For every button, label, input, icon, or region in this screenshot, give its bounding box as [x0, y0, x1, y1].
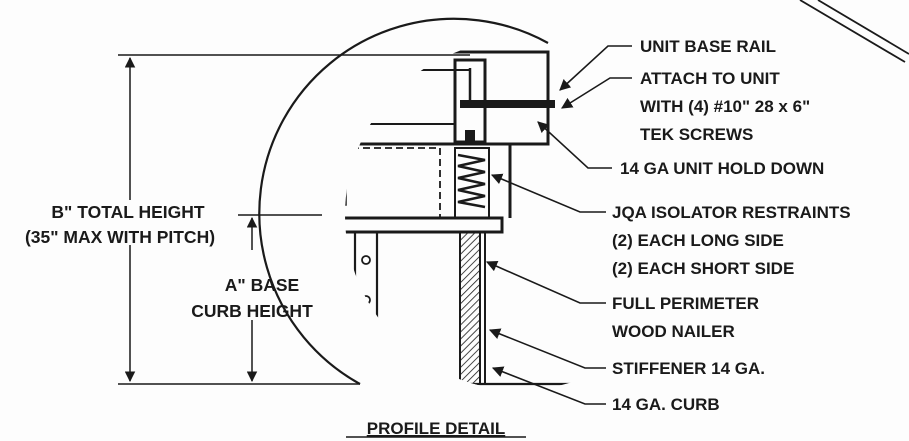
- label-curb: 14 GA. CURB: [612, 395, 720, 414]
- label-nailer-line2: WOOD NAILER: [612, 322, 735, 341]
- roof-pitch-lines: [799, 0, 909, 63]
- detail-circle-outline: [258, 17, 549, 385]
- dimension-lines: [118, 54, 470, 385]
- label-unit-base-rail: UNIT BASE RAIL: [640, 37, 776, 56]
- label-base-height-line1: A" BASE: [225, 275, 299, 295]
- label-total-height-line2: (35" MAX WITH PITCH): [25, 227, 215, 247]
- label-total-height-line1: B" TOTAL HEIGHT: [51, 202, 204, 222]
- leader-lines: [485, 45, 632, 405]
- label-nailer-line1: FULL PERIMETER: [612, 294, 759, 313]
- label-attach-line1: ATTACH TO UNIT: [640, 69, 780, 88]
- drawing-title: PROFILE DETAIL: [367, 419, 506, 438]
- label-base-height-line2: CURB HEIGHT: [191, 301, 313, 321]
- label-isolator-line2: (2) EACH LONG SIDE: [612, 231, 784, 250]
- label-hold-down: 14 GA UNIT HOLD DOWN: [620, 159, 824, 178]
- label-stiffener: STIFFENER 14 GA.: [612, 359, 765, 378]
- label-attach-line2: WITH (4) #10" 28 x 6": [640, 97, 810, 116]
- label-isolator-line3: (2) EACH SHORT SIDE: [612, 259, 794, 278]
- label-isolator-line1: JQA ISOLATOR RESTRAINTS: [612, 203, 851, 222]
- label-attach-line3: TEK SCREWS: [640, 125, 753, 144]
